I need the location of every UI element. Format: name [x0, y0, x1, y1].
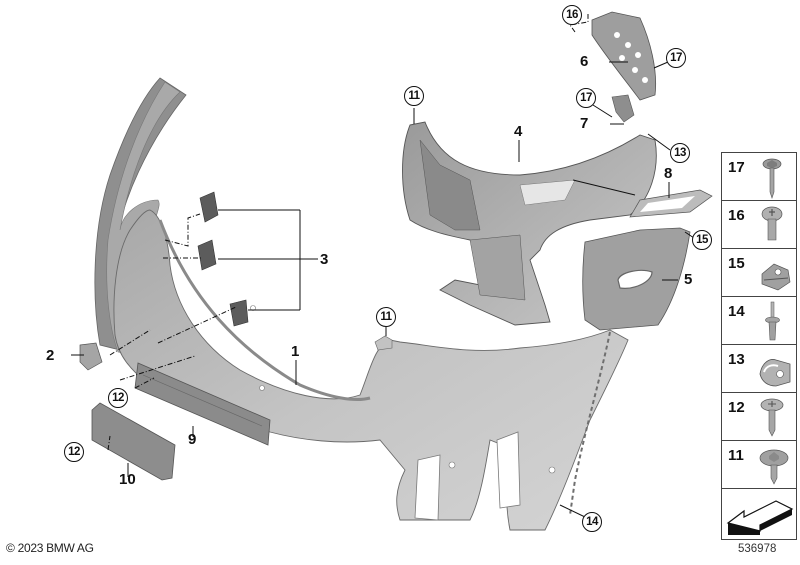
grille-insert-part-6 [591, 11, 657, 101]
callout-13: 13 [670, 143, 690, 163]
legend-number: 15 [728, 255, 745, 272]
callout-12-plate-bracket: 12 [64, 442, 84, 462]
leader-lines [71, 61, 695, 518]
direction-arrow-icon [726, 500, 794, 535]
diagram-id: 536978 [738, 543, 777, 555]
hex-washer-screw-icon [759, 449, 789, 485]
license-plate-bracket-part-10 [91, 402, 176, 481]
callout-6: 6 [580, 53, 589, 70]
legend-item-12: 12 [722, 393, 796, 441]
callout-1: 1 [291, 343, 300, 360]
dash-dot-assembly-lines [107, 14, 589, 451]
torx-pan-head-screw-icon [761, 206, 783, 241]
callout-17-bracket: 17 [576, 88, 596, 108]
fastener-legend-panel: 17 16 15 14 13 [721, 152, 797, 540]
legend-item-13: 13 [722, 345, 796, 393]
license-plate-base-part-9 [134, 362, 271, 446]
callout-2: 2 [46, 347, 55, 364]
callout-12-plate-base: 12 [108, 388, 128, 408]
legend-item-14: 14 [722, 297, 796, 345]
copyright-text: © 2023 BMW AG [6, 541, 94, 555]
clip-nut-icon [761, 263, 791, 291]
trim-strip-part-8 [629, 189, 713, 218]
callout-11-carrier: 11 [404, 86, 424, 106]
legend-number: 14 [728, 303, 745, 320]
side-bracket-part-5 [582, 227, 691, 331]
callout-16: 16 [562, 5, 582, 25]
legend-item-arrow [722, 489, 796, 539]
callout-5: 5 [684, 271, 693, 288]
bumper-trim-panel-part-1 [94, 77, 629, 531]
hex-flange-self-tapping-screw-icon [762, 158, 782, 199]
callout-3: 3 [320, 251, 329, 268]
callout-8: 8 [664, 165, 673, 182]
small-bracket-part-7 [611, 94, 635, 123]
legend-item-17: 17 [722, 153, 796, 201]
legend-number: 11 [728, 447, 744, 464]
callout-11-bumper: 11 [376, 307, 396, 327]
cover-cap-part-2 [79, 342, 103, 371]
callout-17-grille: 17 [666, 48, 686, 68]
callout-15: 15 [692, 230, 712, 250]
legend-item-16: 16 [722, 201, 796, 249]
legend-number: 12 [728, 399, 745, 416]
legend-number: 16 [728, 207, 745, 224]
callout-4: 4 [514, 123, 523, 140]
spring-nut-clip-icon [759, 359, 791, 387]
callout-10: 10 [119, 471, 136, 488]
legend-item-15: 15 [722, 249, 796, 297]
callout-14: 14 [582, 512, 602, 532]
expanding-rivet-icon [765, 301, 780, 341]
carrier-part-4 [402, 121, 657, 326]
legend-number: 17 [728, 159, 745, 176]
legend-item-11: 11 [722, 441, 796, 489]
callout-9: 9 [188, 431, 197, 448]
legend-number: 13 [728, 351, 745, 368]
callout-7: 7 [580, 115, 589, 132]
torx-washer-screw-icon [760, 398, 784, 437]
bracket-part-3 [197, 191, 249, 327]
